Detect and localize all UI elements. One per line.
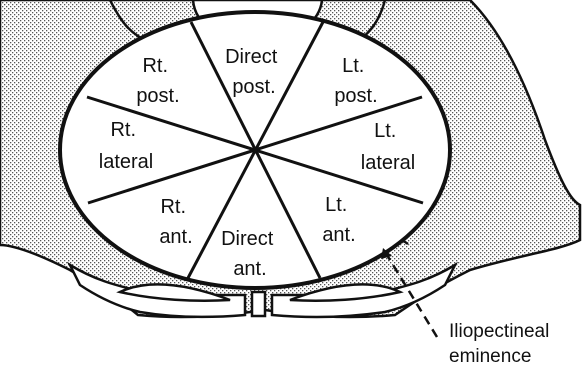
iliopectineal-eminence-label: Iliopectineal eminence: [449, 321, 555, 367]
pubic-symphysis: [252, 292, 265, 316]
center-point: [252, 147, 258, 153]
